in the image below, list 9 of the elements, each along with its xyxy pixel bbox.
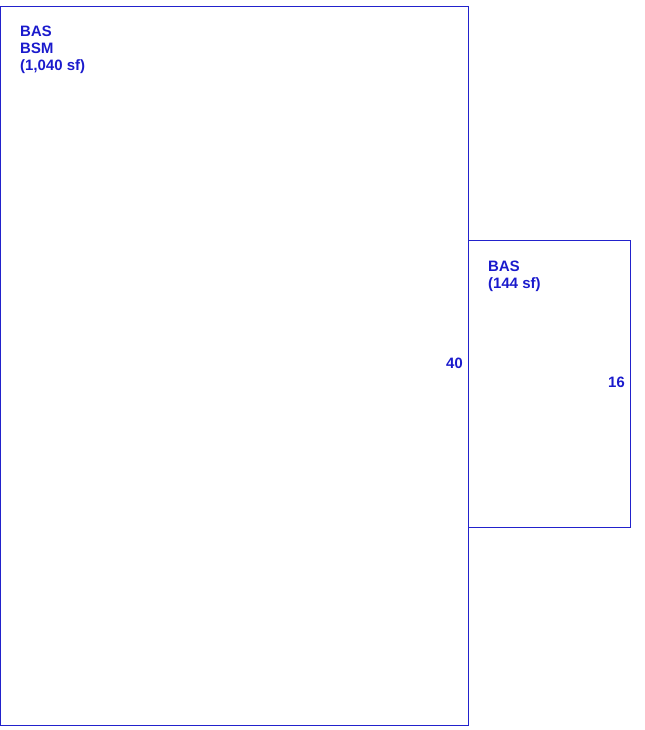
room-label: BAS [488, 258, 520, 275]
room-label: BSM [20, 40, 54, 57]
room-label: (144 sf) [488, 275, 541, 292]
room-label: (1,040 sf) [20, 57, 86, 74]
dimension-label: 16 [608, 374, 625, 391]
room-outline [468, 240, 631, 528]
room-outline [0, 6, 469, 726]
dimension-label: 40 [446, 355, 463, 372]
room-label: BAS [20, 23, 52, 40]
